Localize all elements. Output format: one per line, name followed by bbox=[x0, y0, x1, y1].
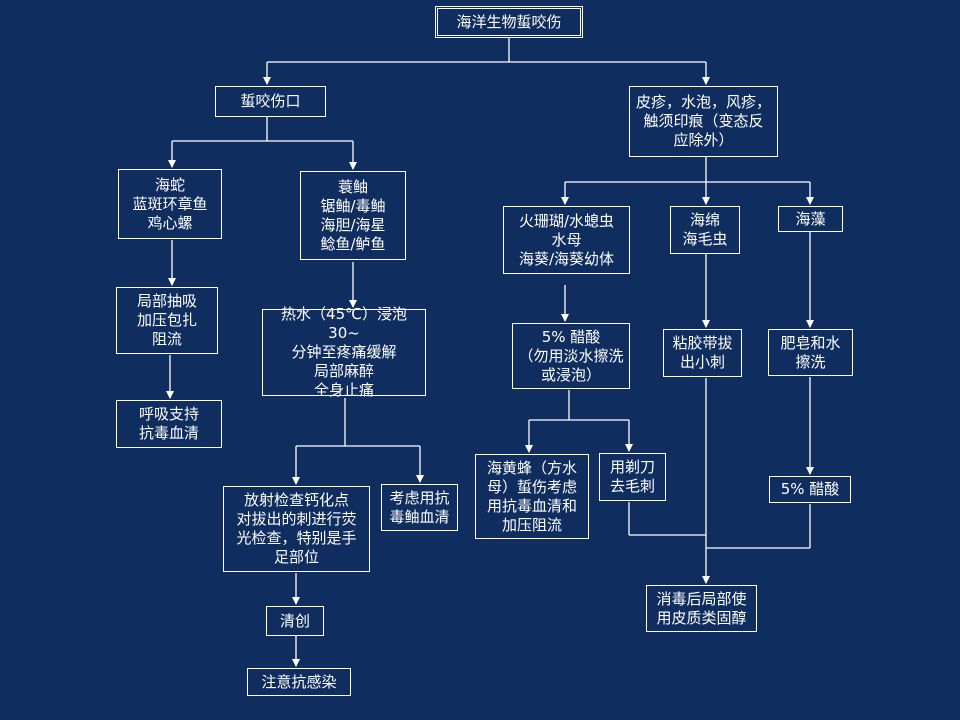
node-hot-water: 热水（45℃）浸泡30~ 分钟至疼痛缓解 局部麻醉 全身止痛 bbox=[262, 305, 426, 399]
node-shave-spines: 用剃刀 去毛刺 bbox=[599, 453, 666, 501]
node-title: 海洋生物蜇咬伤 bbox=[435, 6, 583, 38]
node-antivenom-ray: 考虑用抗 毒鲉血清 bbox=[381, 484, 458, 531]
node-sponge: 海绵 海毛虫 bbox=[670, 206, 740, 254]
node-box-jelly: 海黄蜂（方水 母）蜇伤考虑 用抗毒血清和 加压阻流 bbox=[475, 454, 589, 539]
node-skin-reaction: 皮疹，水泡，风疹， 触须印痕（变态反 应除外） bbox=[629, 86, 778, 157]
node-vinegar-wash: 5% 醋酸 （勿用淡水擦洗 或浸泡） bbox=[512, 323, 630, 389]
node-fire-coral: 火珊瑚/水螅虫 水母 海葵/海葵幼体 bbox=[503, 206, 630, 274]
node-tape-remove: 粘胶带拔 出小刺 bbox=[663, 329, 742, 377]
node-steroid: 消毒后局部使 用皮质类固醇 bbox=[646, 585, 757, 632]
node-respiratory-support: 呼吸支持 抗毒血清 bbox=[116, 400, 222, 448]
node-xray-check: 放射检查钙化点 对拔出的刺进行荧 光检查，特别是手 足部位 bbox=[223, 486, 370, 572]
node-seaweed: 海藻 bbox=[778, 206, 843, 232]
node-soap-water: 肥皂和水 擦洗 bbox=[768, 329, 853, 376]
node-ray-group: 蓑鲉 锯鲉/毒鲉 海胆/海星 鲶鱼/鲈鱼 bbox=[300, 171, 406, 260]
node-anti-infection: 注意抗感染 bbox=[247, 668, 351, 696]
node-sting-wound: 蜇咬伤口 bbox=[215, 86, 326, 117]
node-local-suction: 局部抽吸 加压包扎 阻流 bbox=[116, 287, 218, 354]
node-debride: 清创 bbox=[266, 606, 324, 636]
node-vinegar: 5% 醋酸 bbox=[769, 476, 851, 503]
node-snake-group: 海蛇 蓝斑环章鱼 鸡心螺 bbox=[118, 169, 222, 239]
